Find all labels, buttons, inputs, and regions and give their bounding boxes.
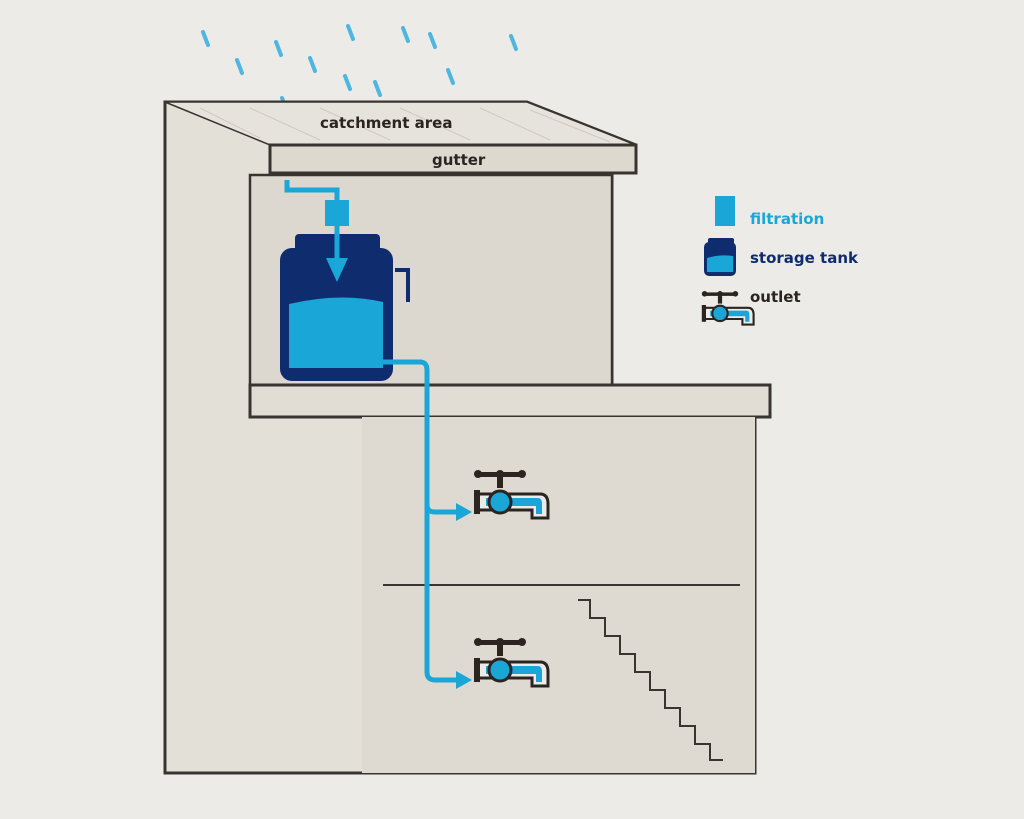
outflow-pipe [366, 359, 460, 683]
inflow-pipe [284, 180, 340, 202]
legend-storage-tank-icon [704, 238, 736, 276]
catchment-area-label: catchment area [320, 114, 452, 132]
storage-tank [280, 226, 410, 381]
legend-label-outlet: outlet [750, 288, 801, 306]
filter-icon [325, 200, 349, 226]
legend-label-filtration: filtration [750, 210, 824, 228]
building [163, 100, 772, 775]
gutter-label: gutter [432, 151, 486, 169]
roof-hatching [199, 107, 611, 143]
legend-label-storage-tank: storage tank [750, 249, 859, 267]
legend: filtration storage tank outlet [700, 196, 859, 326]
legend-faucet-icon [700, 289, 755, 326]
legend-filter-icon [715, 196, 735, 226]
